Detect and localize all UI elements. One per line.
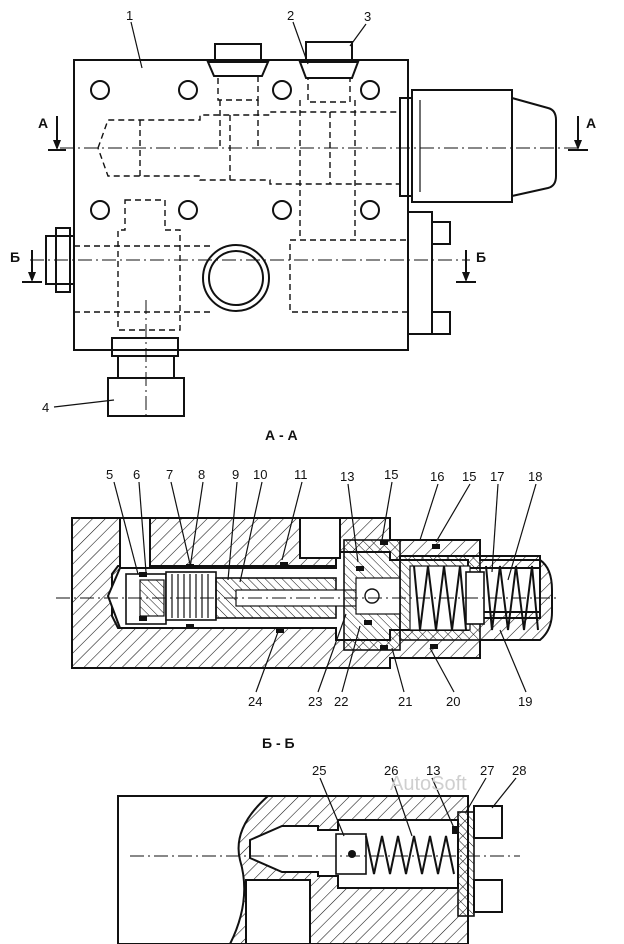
callout-3: 3 [364,9,371,24]
bolt-hole [178,80,198,100]
callout-17: 17 [490,469,504,484]
callout-28: 28 [512,763,526,778]
callout-25: 25 [312,763,326,778]
callout-18: 18 [528,469,542,484]
callout-21: 21 [398,694,412,709]
callout-7: 7 [166,467,173,482]
section-label-b-left: Б [10,249,20,265]
callout-20: 20 [446,694,460,709]
valve-body [73,59,409,351]
right-side-plate [407,211,451,335]
hidden-passages [74,100,409,331]
callout-10: 10 [253,467,267,482]
callout-1: 1 [126,8,133,23]
callout-5: 5 [106,467,113,482]
right-cylinder [399,89,557,203]
callout-6: 6 [133,467,140,482]
callout-8: 8 [198,467,205,482]
callout-22: 22 [334,694,348,709]
callout-15-left: 15 [384,467,398,482]
callout-13-bottom: 13 [426,763,440,778]
section-title-bb: Б - Б [262,735,295,751]
section-marker-b-right [456,250,476,283]
callout-19: 19 [518,694,532,709]
bolt-hole [272,200,292,220]
callout-4: 4 [42,400,49,415]
top-view [22,21,588,420]
section-label-b-right: Б [476,249,486,265]
section-marker-a-right [568,116,588,151]
callout-13-top: 13 [340,469,354,484]
callout-24: 24 [248,694,262,709]
main-port [202,244,270,312]
callout-15-right: 15 [462,469,476,484]
section-marker-a-left [48,116,66,151]
callout-11: 11 [294,467,308,482]
bolt-hole [272,80,292,100]
callout-26: 26 [384,763,398,778]
bolt-hole [178,200,198,220]
callout-27: 27 [480,763,494,778]
section-label-a-right: А [586,115,596,131]
bolt-hole [360,80,380,100]
callout-16: 16 [430,469,444,484]
section-aa [56,481,560,693]
main-port-inner [208,250,264,306]
top-fitting-right [298,41,360,103]
section-title-aa: А - А [265,427,298,443]
bolt-hole [360,200,380,220]
watermark: AutoSoft [390,773,467,795]
callout-23: 23 [308,694,322,709]
section-bb [117,777,520,944]
bolt-hole [90,200,110,220]
bolt-hole [90,80,110,100]
section-marker-b-left [22,250,42,283]
top-fitting-left [206,43,270,101]
section-label-a-left: А [38,115,48,131]
callout-9: 9 [232,467,239,482]
callout-2: 2 [287,8,294,23]
